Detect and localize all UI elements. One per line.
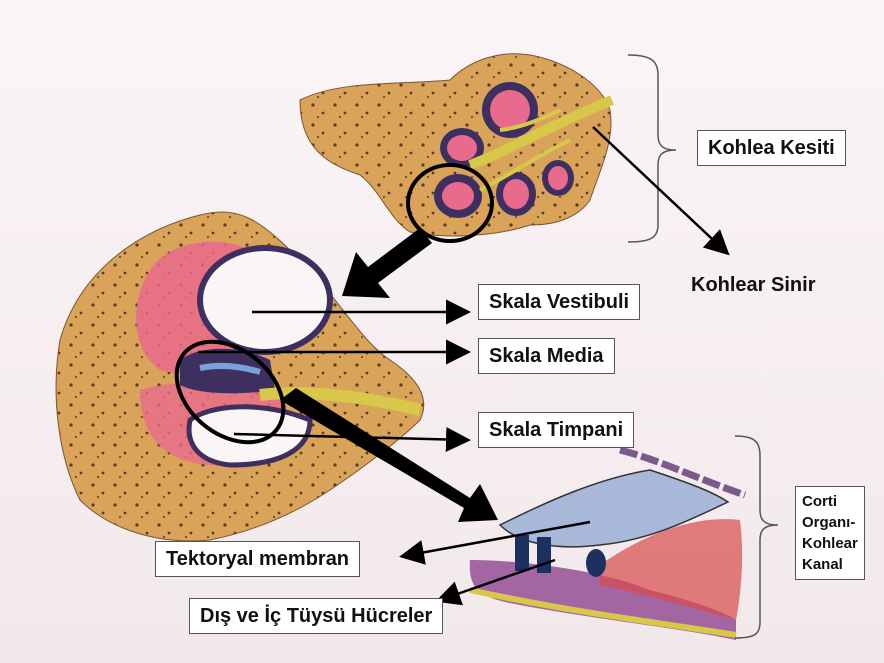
scala-cross-section — [56, 212, 424, 541]
corti-line-3: Kohlear — [802, 533, 858, 554]
label-skala-vestibuli: Skala Vestibuli — [478, 284, 640, 320]
label-skala-media: Skala Media — [478, 338, 615, 374]
corti-line-4: Kanal — [802, 554, 858, 575]
label-skala-timpani: Skala Timpani — [478, 412, 634, 448]
cochlea-section-top — [300, 54, 612, 236]
corti-line-1: Corti — [802, 491, 858, 512]
organ-of-corti — [470, 450, 745, 640]
bracket-kohlea — [628, 55, 676, 242]
label-kohlear-sinir: Kohlear Sinir — [691, 274, 815, 297]
label-tuysu-hucreler: Dış ve İç Tüysü Hücreler — [189, 598, 443, 634]
label-corti: Corti Organı- Kohlear Kanal — [795, 486, 865, 580]
label-kohlea-kesiti: Kohlea Kesiti — [697, 130, 846, 166]
corti-line-2: Organı- — [802, 512, 858, 533]
zoom-arrow-top — [342, 228, 432, 298]
label-tektoryal-membran: Tektoryal membran — [155, 541, 360, 577]
